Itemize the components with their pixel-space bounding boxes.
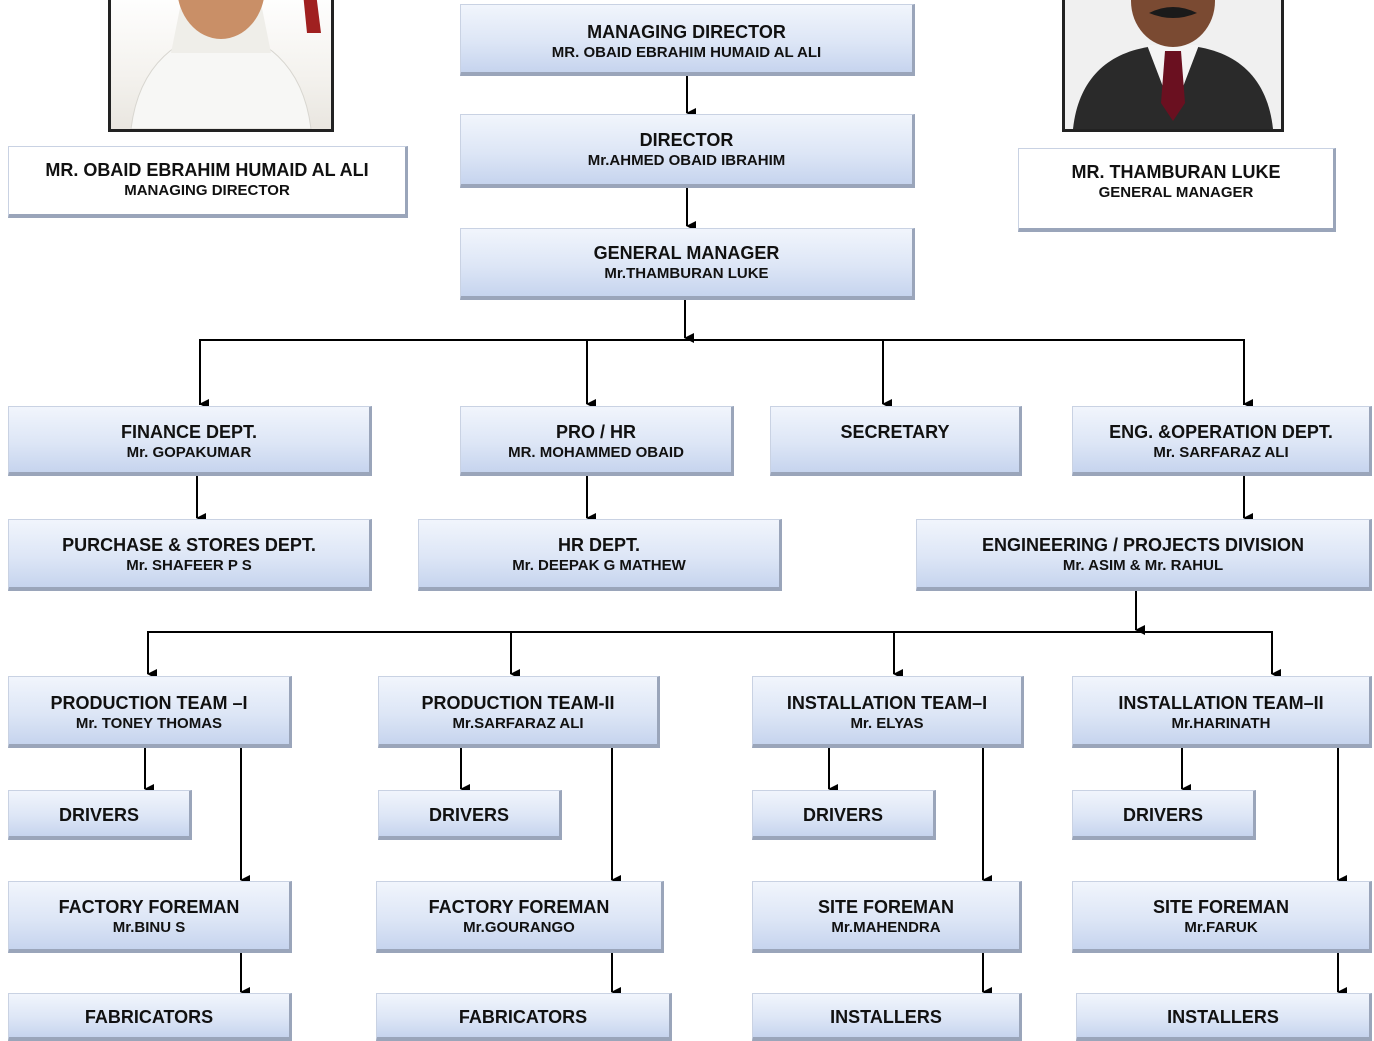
node-title: FABRICATORS: [458, 1007, 588, 1027]
caption-name: MR. THAMBURAN LUKE: [1071, 162, 1281, 182]
person-portrait-icon: [1065, 0, 1281, 129]
node-title: ENG. &OPERATION DEPT.: [1109, 422, 1333, 442]
node-pro-hr: PRO / HR MR. MOHAMMED OBAID: [460, 406, 734, 476]
node-name: Mr. TONEY THOMAS: [75, 715, 223, 732]
person-portrait-icon: [130, 0, 321, 129]
node-name: Mr.THAMBURAN LUKE: [604, 265, 769, 282]
node-name: Mr. ASIM & Mr. RAHUL: [1062, 557, 1224, 574]
caption-title: MANAGING DIRECTOR: [124, 182, 290, 199]
general-manager-photo: [1062, 0, 1284, 132]
node-title: PRO / HR: [555, 422, 636, 442]
node-title: HR DEPT.: [557, 535, 640, 555]
node-drivers: DRIVERS: [1072, 790, 1256, 840]
node-name: Mr. SARFARAZ ALI: [1153, 444, 1289, 461]
caption-title: GENERAL MANAGER: [1098, 184, 1254, 201]
node-installers: INSTALLERS: [752, 993, 1022, 1041]
node-name: Mr.FARUK: [1184, 919, 1258, 936]
node-title: MANAGING DIRECTOR: [587, 22, 786, 42]
node-title: FACTORY FOREMAN: [428, 897, 610, 917]
node-title: SITE FOREMAN: [817, 897, 954, 917]
node-purchase-stores-dept: PURCHASE & STORES DEPT. Mr. SHAFEER P S: [8, 519, 372, 591]
node-title: FABRICATORS: [84, 1007, 214, 1027]
node-general-manager: GENERAL MANAGER Mr.THAMBURAN LUKE: [460, 228, 915, 300]
node-name: Mr. ELYAS: [850, 715, 924, 732]
node-name: MR. MOHAMMED OBAID: [508, 444, 684, 461]
node-name: Mr.AHMED OBAID IBRAHIM: [587, 152, 786, 169]
node-name: MR. OBAID EBRAHIM HUMAID AL ALI: [551, 44, 822, 61]
node-drivers: DRIVERS: [378, 790, 562, 840]
node-installation-team-1: INSTALLATION TEAM–I Mr. ELYAS: [752, 676, 1024, 748]
node-name: Mr.BINU S: [112, 919, 186, 936]
node-title: FINANCE DEPT.: [120, 422, 257, 442]
managing-director-caption: MR. OBAID EBRAHIM HUMAID AL ALI MANAGING…: [8, 146, 408, 218]
node-name: Mr.GOURANGO: [463, 919, 575, 936]
node-name: Mr.HARINATH: [1171, 715, 1271, 732]
node-title: INSTALLERS: [1167, 1007, 1279, 1027]
node-title: SITE FOREMAN: [1152, 897, 1289, 917]
node-factory-foreman-2: FACTORY FOREMAN Mr.GOURANGO: [376, 881, 664, 953]
node-engineering-projects-division: ENGINEERING / PROJECTS DIVISION Mr. ASIM…: [916, 519, 1372, 591]
node-name: Mr.SARFARAZ ALI: [452, 715, 584, 732]
node-hr-dept: HR DEPT. Mr. DEEPAK G MATHEW: [418, 519, 782, 591]
node-title: PURCHASE & STORES DEPT.: [62, 535, 316, 555]
managing-director-photo: [108, 0, 334, 132]
node-fabricators: FABRICATORS: [8, 993, 292, 1041]
node-title: DRIVERS: [58, 805, 139, 825]
node-title: GENERAL MANAGER: [593, 243, 780, 263]
node-title: ENGINEERING / PROJECTS DIVISION: [981, 535, 1305, 555]
node-name: Mr. GOPAKUMAR: [126, 444, 252, 461]
node-fabricators: FABRICATORS: [376, 993, 672, 1041]
node-title: FACTORY FOREMAN: [58, 897, 240, 917]
node-drivers: DRIVERS: [8, 790, 192, 840]
node-site-foreman-2: SITE FOREMAN Mr.FARUK: [1072, 881, 1372, 953]
node-factory-foreman-1: FACTORY FOREMAN Mr.BINU S: [8, 881, 292, 953]
node-director: DIRECTOR Mr.AHMED OBAID IBRAHIM: [460, 114, 915, 188]
node-title: DRIVERS: [428, 805, 509, 825]
node-drivers: DRIVERS: [752, 790, 936, 840]
node-secretary: SECRETARY: [770, 406, 1022, 476]
node-production-team-1: PRODUCTION TEAM –I Mr. TONEY THOMAS: [8, 676, 292, 748]
node-title: DRIVERS: [802, 805, 883, 825]
node-title: DIRECTOR: [639, 130, 734, 150]
node-finance-dept: FINANCE DEPT. Mr. GOPAKUMAR: [8, 406, 372, 476]
node-title: INSTALLATION TEAM–II: [1118, 693, 1324, 713]
general-manager-caption: MR. THAMBURAN LUKE GENERAL MANAGER: [1018, 148, 1336, 232]
node-title: SECRETARY: [840, 422, 950, 442]
node-name: Mr. DEEPAK G MATHEW: [512, 557, 686, 574]
node-installation-team-2: INSTALLATION TEAM–II Mr.HARINATH: [1072, 676, 1372, 748]
node-title: INSTALLATION TEAM–I: [786, 693, 988, 713]
caption-name: MR. OBAID EBRAHIM HUMAID AL ALI: [45, 160, 369, 180]
node-production-team-2: PRODUCTION TEAM-II Mr.SARFARAZ ALI: [378, 676, 660, 748]
node-title: DRIVERS: [1122, 805, 1203, 825]
node-name: Mr. SHAFEER P S: [126, 557, 252, 574]
node-title: INSTALLERS: [830, 1007, 942, 1027]
node-site-foreman-1: SITE FOREMAN Mr.MAHENDRA: [752, 881, 1022, 953]
node-title: PRODUCTION TEAM –I: [50, 693, 248, 713]
node-title: PRODUCTION TEAM-II: [421, 693, 615, 713]
node-managing-director: MANAGING DIRECTOR MR. OBAID EBRAHIM HUMA…: [460, 4, 915, 76]
node-eng-operation-dept: ENG. &OPERATION DEPT. Mr. SARFARAZ ALI: [1072, 406, 1372, 476]
node-name: Mr.MAHENDRA: [831, 919, 941, 936]
node-installers: INSTALLERS: [1076, 993, 1372, 1041]
